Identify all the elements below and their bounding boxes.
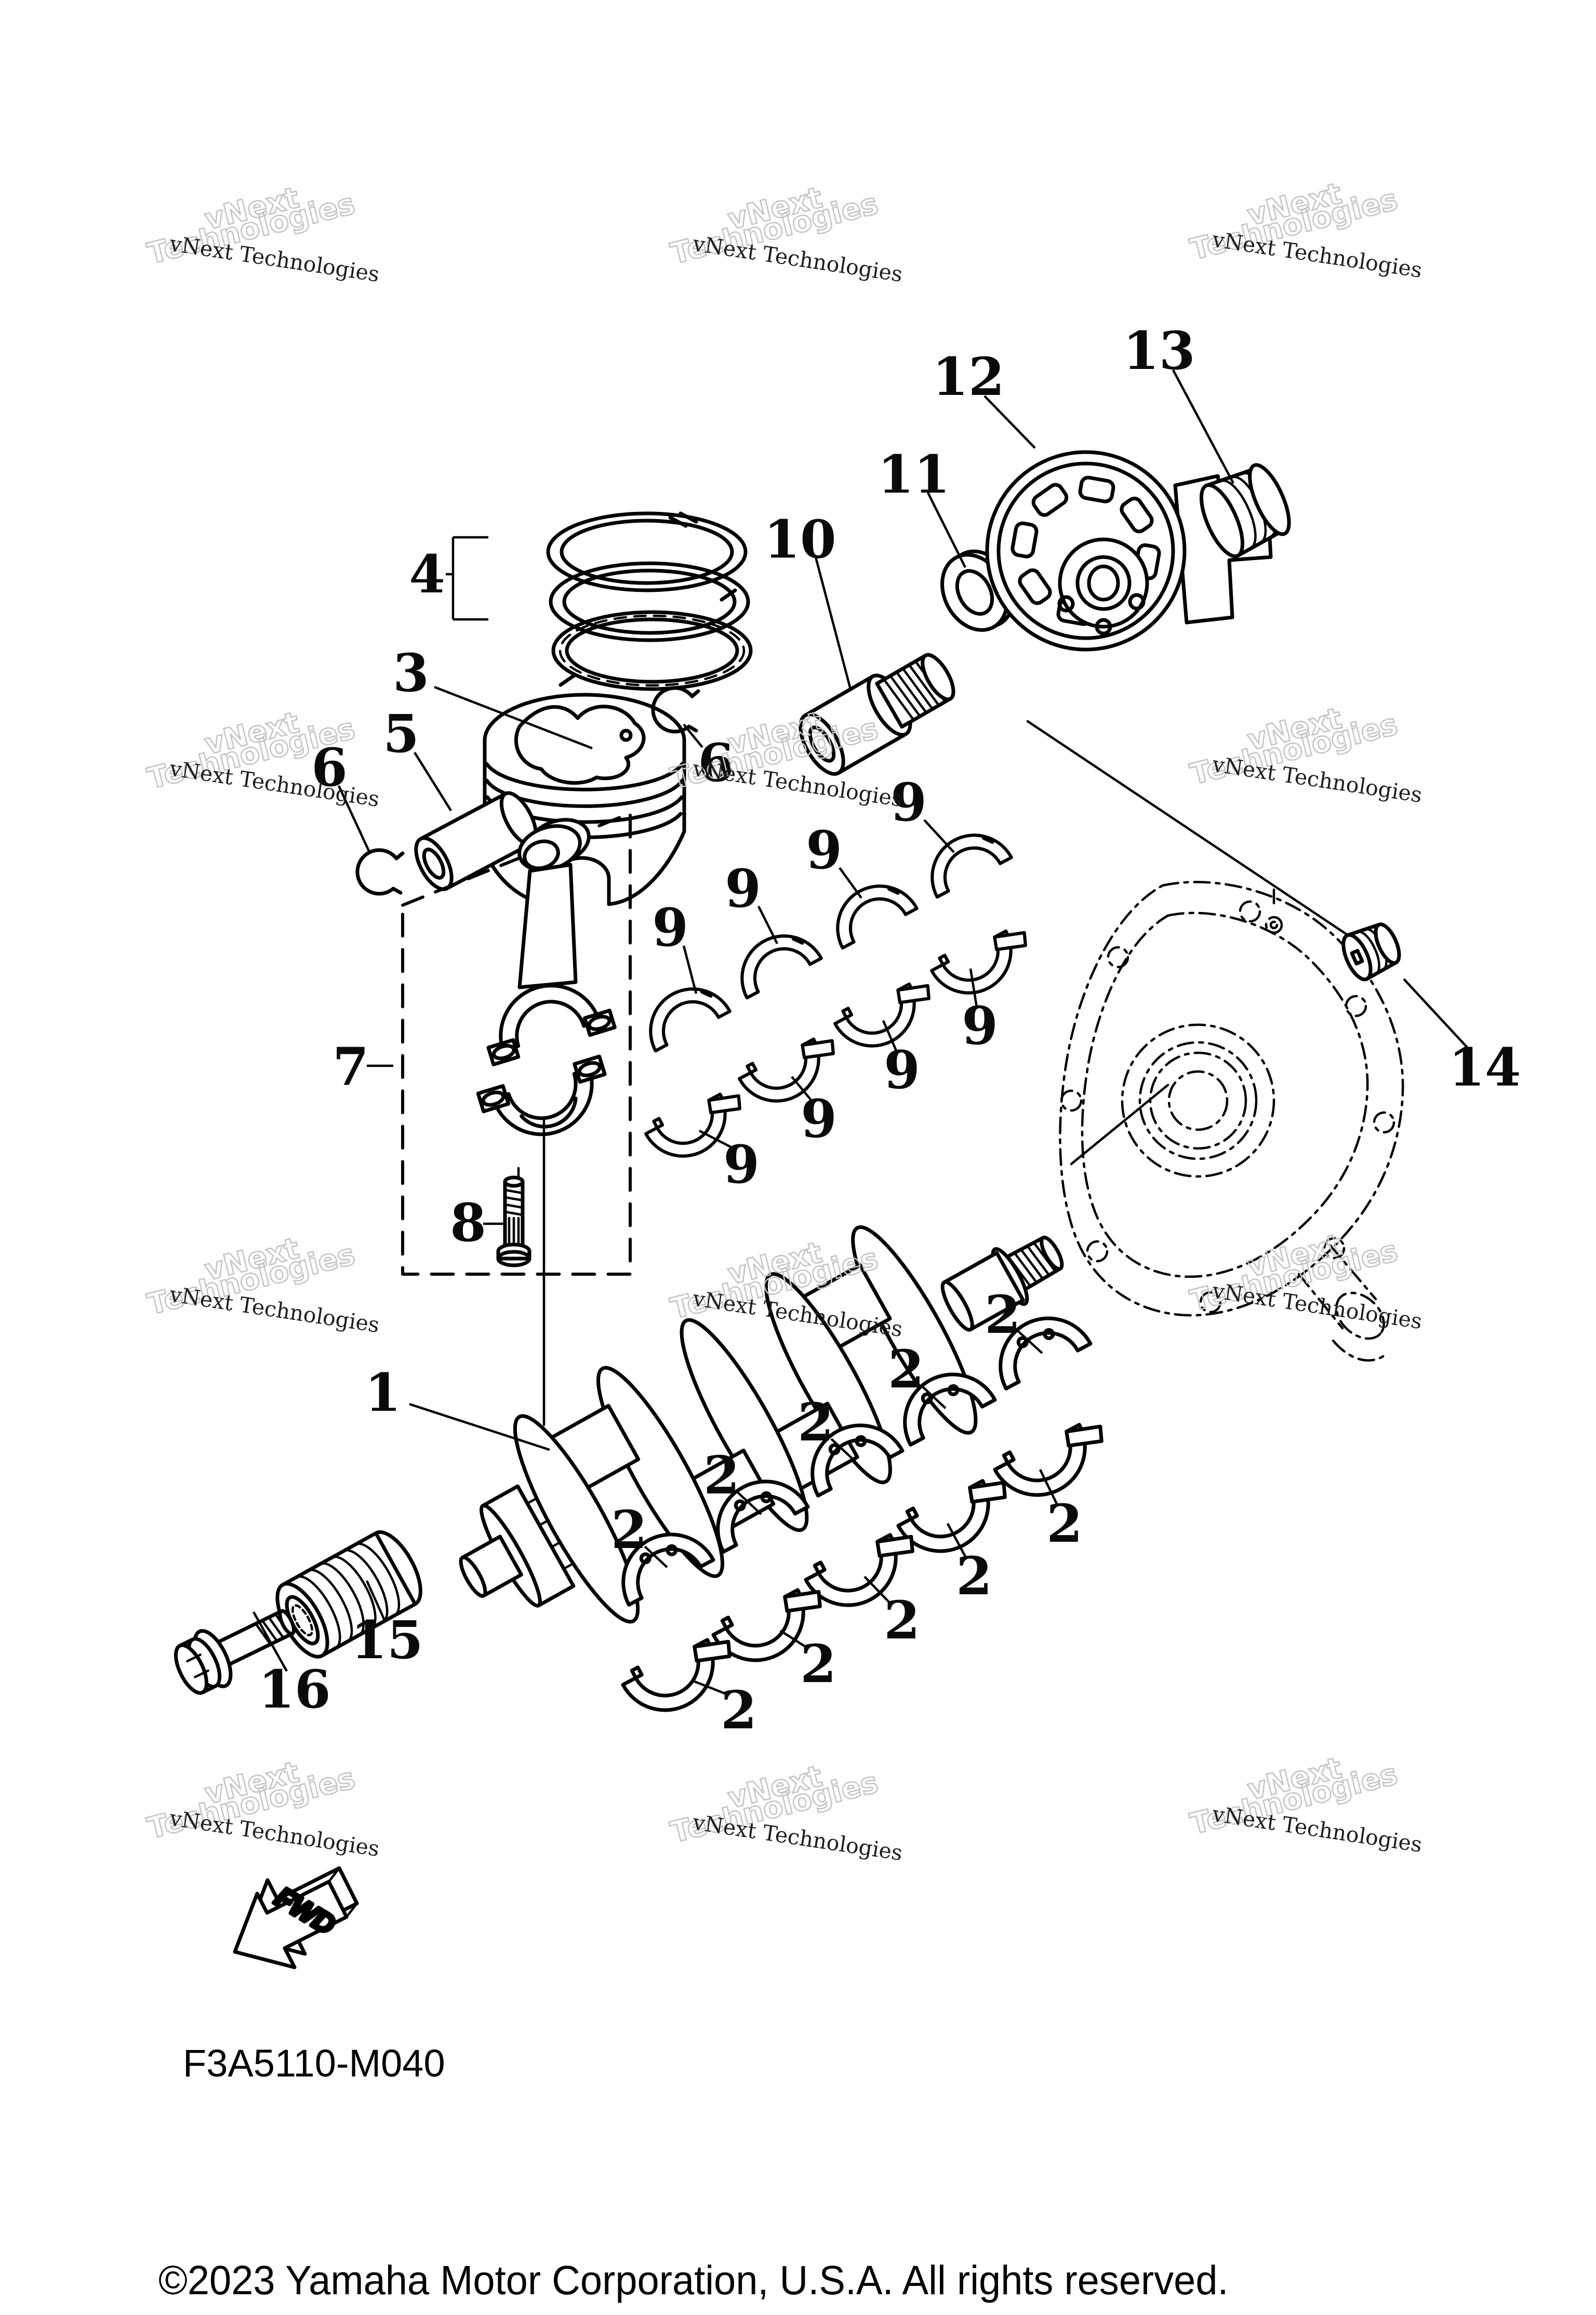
callout-leader-9: [791, 1076, 813, 1102]
callout-leader-9: [839, 867, 862, 899]
callout-label-9: 9: [806, 819, 842, 881]
circlip-right: [651, 686, 700, 734]
callout-label-9: 9: [725, 858, 761, 919]
callout-leader-2: [779, 1630, 807, 1648]
callout-leader-2: [736, 1491, 762, 1515]
callout-label-2: 2: [956, 1545, 992, 1607]
callout-label-9: 9: [801, 1088, 837, 1149]
callout-leader-9: [698, 1130, 733, 1148]
callout-leader-9: [682, 945, 698, 994]
callout-leader-2: [1039, 1469, 1059, 1506]
circlip-left: [355, 848, 405, 896]
rod-cap: [476, 1054, 607, 1136]
callout-leader-5: [414, 751, 452, 812]
callout-label-6: 6: [311, 737, 348, 798]
callout-label-12: 12: [932, 346, 1004, 407]
callout-label-8: 8: [450, 1192, 486, 1253]
piston-ring-set: [546, 511, 753, 691]
callout-leader-2: [1017, 1330, 1043, 1354]
callout-leaders: [252, 369, 1471, 1696]
callout-leader-9: [757, 905, 779, 945]
callout-leader-2: [691, 1679, 727, 1696]
callout-leader-14: [1403, 978, 1471, 1052]
callout-label-16: 16: [258, 1659, 330, 1720]
axis-lines: [542, 720, 1348, 1426]
callout-label-9: 9: [884, 1039, 920, 1101]
callout-label-7: 7: [332, 1036, 369, 1097]
callout-leader-1: [409, 1403, 550, 1451]
callout-leader-3: [434, 685, 593, 750]
callout-label-3: 3: [393, 642, 429, 704]
callout-label-9: 9: [723, 1134, 760, 1195]
callout-label-14: 14: [1448, 1037, 1521, 1098]
callout-label-2: 2: [800, 1633, 836, 1695]
callout-label-9: 9: [652, 897, 688, 958]
callout-label-5: 5: [383, 703, 419, 764]
callout-label-2: 2: [985, 1284, 1021, 1345]
callout-leader-13: [1172, 369, 1234, 484]
pump-spindle-bolt: [799, 653, 955, 776]
callout-label-13: 13: [1123, 320, 1195, 381]
callout-leader-2: [947, 1523, 967, 1559]
callout-leader-12: [983, 395, 1036, 449]
rod-bolt: [496, 1175, 531, 1267]
callout-label-2: 2: [721, 1679, 757, 1741]
callout-label-2: 2: [611, 1499, 647, 1560]
callout-leader-6: [337, 785, 371, 854]
callout-label-6: 6: [698, 732, 734, 793]
cap-plug: [1200, 463, 1291, 559]
callout-leader-10: [814, 557, 853, 692]
mount-bolt: [174, 1609, 296, 1695]
callout-label-9: 9: [890, 772, 927, 833]
fwd-arrow: FWD: [233, 1866, 359, 1969]
callout-label-10: 10: [764, 509, 836, 570]
callout-leader-9: [923, 819, 955, 853]
coupling: [275, 1530, 422, 1659]
callout-label-2: 2: [703, 1445, 740, 1506]
callout-leader-2: [863, 1576, 892, 1605]
callout-leader-9: [969, 968, 978, 1008]
callout-label-2: 2: [1046, 1493, 1083, 1554]
callout-leader-9: [882, 1020, 898, 1052]
callout-leader-2: [921, 1385, 947, 1409]
callout-label-2: 2: [884, 1590, 920, 1651]
callout-leader-16: [252, 1611, 288, 1672]
callout-leader-6: [683, 723, 703, 748]
callout-label-4: 4: [409, 544, 445, 605]
callout-leader-15: [365, 1580, 387, 1623]
callout-label-1: 1: [365, 1362, 401, 1423]
callout-leader-2: [644, 1545, 668, 1568]
copyright-line: ©2023 Yamaha Motor Corporation, U.S.A. A…: [158, 2257, 1229, 2303]
connecting-rod: [476, 818, 617, 1179]
callout-label-11: 11: [877, 444, 950, 505]
callout-label-2: 2: [797, 1392, 834, 1453]
callout-label-9: 9: [962, 995, 998, 1056]
drawing-code: F3A5110-M040: [183, 2042, 445, 2085]
callout-label-2: 2: [888, 1339, 924, 1400]
callout-leader-11: [926, 492, 967, 568]
oil-plug: [1341, 922, 1401, 982]
callout-leader-2: [830, 1438, 856, 1462]
callout-label-15: 15: [351, 1609, 423, 1671]
